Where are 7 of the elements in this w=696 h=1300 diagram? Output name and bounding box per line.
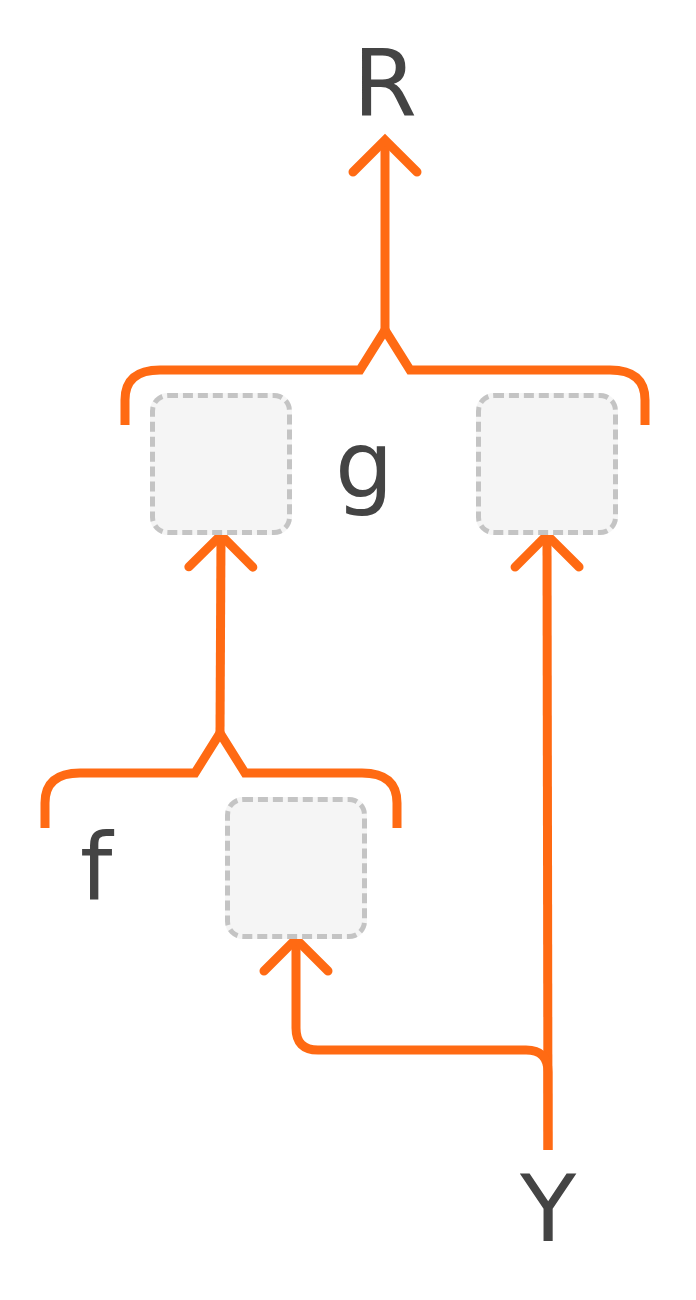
- empty-slot: [150, 393, 292, 535]
- variable-label: f: [80, 823, 113, 915]
- variable-label: Y: [519, 1164, 577, 1256]
- arrow: [348, 135, 422, 330]
- variable-label: R: [353, 39, 417, 131]
- empty-slot: [225, 797, 367, 939]
- empty-slot: [476, 393, 618, 535]
